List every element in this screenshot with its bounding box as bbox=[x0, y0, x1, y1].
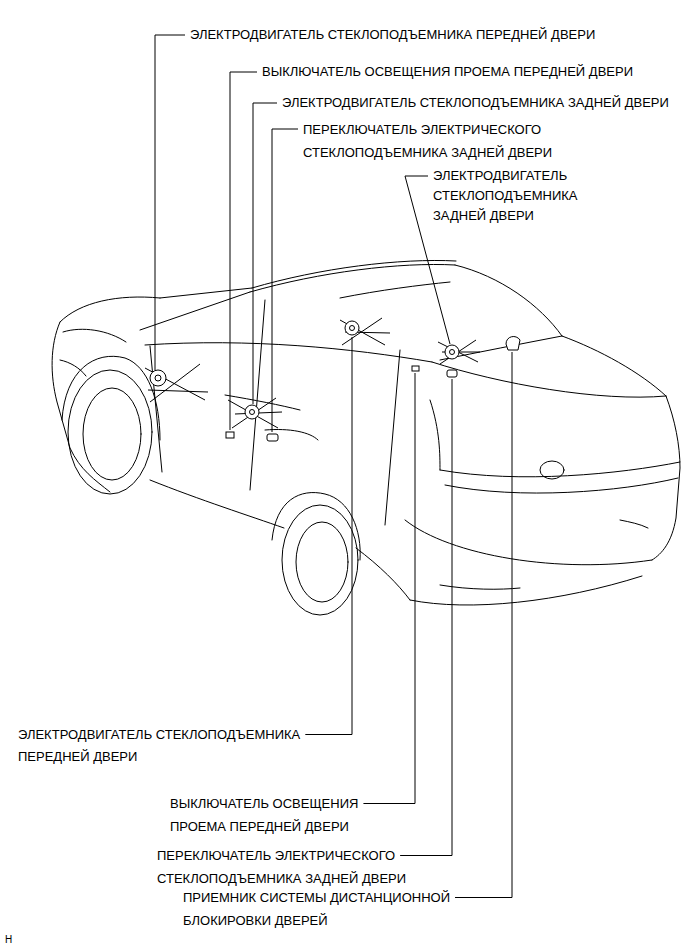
roof-far-line bbox=[252, 260, 456, 288]
regulator-arm bbox=[438, 340, 480, 364]
leader-line bbox=[363, 803, 415, 804]
window-regulator bbox=[438, 340, 480, 364]
tail-light-band bbox=[440, 462, 680, 477]
rear-quarter bbox=[430, 400, 440, 470]
belt-line bbox=[145, 343, 432, 362]
window-switch bbox=[267, 434, 278, 441]
label-box: ВЫКЛЮЧАТЕЛЬ ОСВЕЩЕНИЯ ПРОЕМА ПЕРЕДНЕЙ ДВ… bbox=[170, 792, 375, 838]
label-box: H bbox=[5, 934, 12, 946]
rear-tire bbox=[282, 505, 358, 615]
tail-light-lower bbox=[445, 478, 678, 493]
trunk-lid bbox=[562, 336, 666, 396]
part-name: ЭЛЕКТРОДВИГАТЕЛЬ СТЕКЛОПОДЪЕМНИКА ПЕРЕДН… bbox=[190, 27, 595, 42]
car-body bbox=[52, 260, 680, 615]
label-box: ПЕРЕКЛЮЧАТЕЛЬ ЭЛЕКТРИЧЕСКОГО СТЕКЛОПОДЪЕ… bbox=[157, 844, 437, 890]
front-rim bbox=[83, 388, 141, 480]
door-handle bbox=[265, 429, 318, 440]
figure-code: H bbox=[5, 934, 12, 945]
rear-lower bbox=[356, 548, 410, 600]
label-box: ЭЛЕКТРОДВИГАТЕЛЬ СТЕКЛОПОДЪЕМНИКА ЗАДНЕЙ… bbox=[282, 92, 669, 114]
front-fascia bbox=[52, 322, 110, 492]
label-box: ЭЛЕКТРОДВИГАТЕЛЬ СТЕКЛОПОДЪЕМНИКА ПЕРЕДН… bbox=[18, 724, 318, 768]
rear-rim bbox=[296, 522, 348, 602]
part-name: ПРИЕМНИК СИСТЕМЫ ДИСТАНЦИОННОЙ БЛОКИРОВК… bbox=[183, 890, 450, 928]
leader-line bbox=[155, 35, 185, 370]
door-light-switch bbox=[412, 366, 419, 371]
reflector bbox=[620, 520, 648, 528]
trunk-rear-edge bbox=[432, 362, 666, 397]
motor-hub bbox=[450, 350, 455, 355]
motor bbox=[345, 321, 359, 335]
a-pillar bbox=[140, 292, 250, 330]
label-box: ВЫКЛЮЧАТЕЛЬ ОСВЕЩЕНИЯ ПРОЕМА ПЕРЕДНЕЙ ДВ… bbox=[262, 61, 633, 83]
regulator-arm bbox=[228, 398, 282, 428]
window-regulator bbox=[340, 318, 390, 345]
part-name: ПЕРЕКЛЮЧАТЕЛЬ ЭЛЕКТРИЧЕСКОГО СТЕКЛОПОДЪЕ… bbox=[303, 122, 552, 160]
emblem bbox=[540, 461, 564, 479]
receiver bbox=[506, 337, 520, 350]
far-window-line bbox=[340, 282, 450, 298]
leader-lines bbox=[155, 35, 512, 898]
front-tire bbox=[68, 370, 152, 494]
c-pillar bbox=[455, 265, 562, 336]
rear-door-edge bbox=[385, 350, 400, 525]
motor bbox=[445, 345, 459, 359]
leader-line bbox=[253, 103, 277, 404]
hood-edge bbox=[60, 297, 160, 322]
leader-line bbox=[272, 129, 298, 432]
motor-hub bbox=[350, 326, 355, 331]
bumper-bottom bbox=[410, 576, 642, 605]
label-box: ПЕРЕКЛЮЧАТЕЛЬ ЭЛЕКТРИЧЕСКОГО СТЕКЛОПОДЪЕ… bbox=[303, 118, 583, 164]
leader-line bbox=[352, 337, 353, 735]
leader-line bbox=[400, 855, 452, 856]
components bbox=[145, 318, 520, 441]
window-regulator bbox=[228, 398, 282, 428]
label-box: ЭЛЕКТРОДВИГАТЕЛЬ СТЕКЛОПОДЪЕМНИКА ЗАДНЕЙ… bbox=[433, 166, 598, 226]
rocker bbox=[150, 480, 284, 528]
part-name: ЭЛЕКТРОДВИГАТЕЛЬ СТЕКЛОПОДЪЕМНИКА ЗАДНЕЙ… bbox=[433, 168, 578, 223]
leader-line bbox=[452, 379, 453, 856]
leader-line bbox=[305, 734, 352, 735]
regulator-arm bbox=[145, 364, 208, 402]
windshield-base bbox=[160, 288, 252, 298]
window-regulator bbox=[145, 364, 208, 402]
part-name: ЭЛЕКТРОДВИГАТЕЛЬ СТЕКЛОПОДЪЕМНИКА ЗАДНЕЙ… bbox=[282, 95, 669, 110]
leader-line bbox=[415, 373, 416, 804]
motor-hub bbox=[250, 410, 255, 415]
roof-line bbox=[250, 264, 455, 292]
rear-bumper bbox=[405, 520, 652, 565]
label-box: ПРИЕМНИК СИСТЕМЫ ДИСТАНЦИОННОЙ БЛОКИРОВК… bbox=[183, 886, 458, 932]
regulator-arm bbox=[340, 318, 390, 345]
headlight bbox=[63, 329, 126, 342]
rear-window-base bbox=[440, 336, 562, 360]
window-switch bbox=[447, 370, 457, 377]
label-box: ЭЛЕКТРОДВИГАТЕЛЬ СТЕКЛОПОДЪЕМНИКА ПЕРЕДН… bbox=[190, 24, 595, 46]
b-pillar bbox=[250, 300, 265, 490]
part-name: ЭЛЕКТРОДВИГАТЕЛЬ СТЕКЛОПОДЪЕМНИКА ПЕРЕДН… bbox=[18, 727, 300, 764]
motor bbox=[150, 370, 166, 386]
far-side-rear bbox=[652, 396, 680, 560]
part-name: ВЫКЛЮЧАТЕЛЬ ОСВЕЩЕНИЯ ПРОЕМА ПЕРЕДНЕЙ ДВ… bbox=[262, 64, 633, 79]
motor bbox=[245, 405, 259, 419]
front-door-edge bbox=[150, 346, 162, 472]
part-name: ПЕРЕКЛЮЧАТЕЛЬ ЭЛЕКТРИЧЕСКОГО СТЕКЛОПОДЪЕ… bbox=[157, 848, 406, 886]
door-light-switch bbox=[226, 432, 234, 438]
leader-line bbox=[512, 352, 513, 898]
leader-line bbox=[455, 897, 512, 898]
part-name: ВЫКЛЮЧАТЕЛЬ ОСВЕЩЕНИЯ ПРОЕМА ПЕРЕДНЕЙ ДВ… bbox=[170, 796, 358, 834]
motor-hub bbox=[155, 375, 161, 381]
